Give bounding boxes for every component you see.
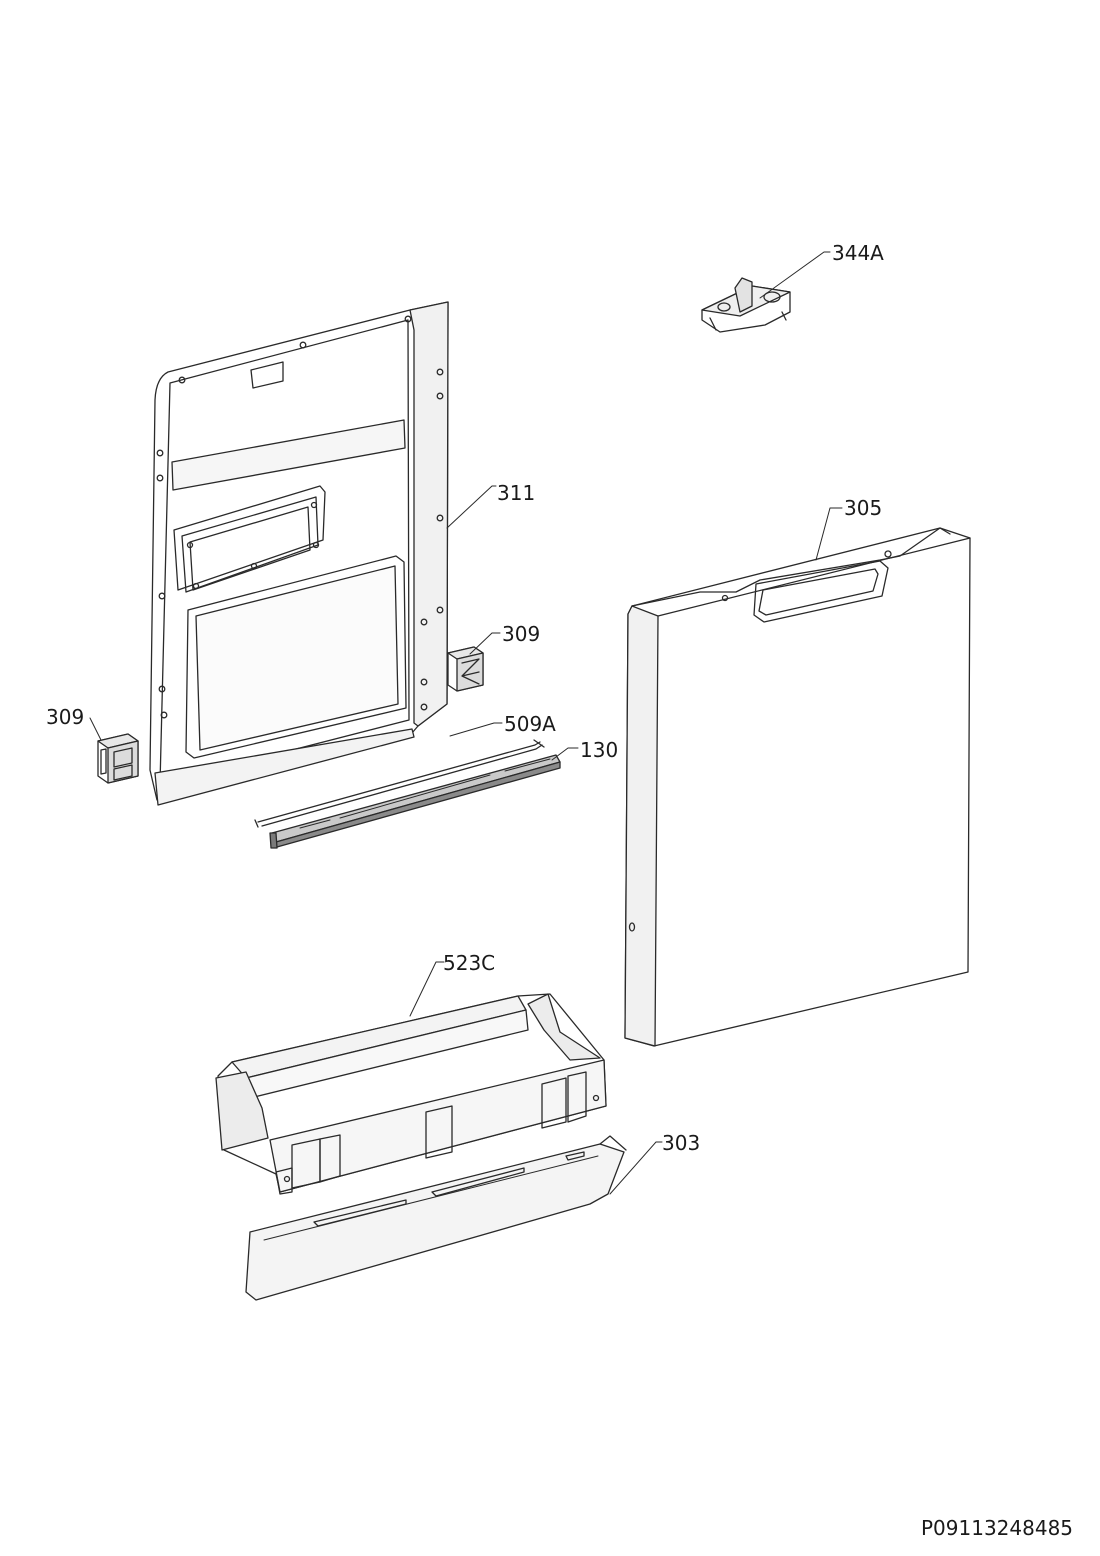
hinge-left-part[interactable] (98, 734, 138, 783)
wire-rod-part[interactable] (255, 740, 544, 827)
hinge-right-part[interactable] (448, 647, 483, 691)
door-seal-part[interactable] (270, 755, 560, 848)
label-523c[interactable]: 523C (443, 951, 495, 975)
door-lock-part[interactable] (702, 278, 790, 332)
label-309-left[interactable]: 309 (46, 705, 84, 729)
inner-door-part[interactable] (150, 302, 448, 805)
label-309-right[interactable]: 309 (502, 622, 540, 646)
label-130[interactable]: 130 (580, 738, 618, 762)
inner-door-holes (157, 316, 443, 718)
label-344a[interactable]: 344A (832, 241, 884, 265)
control-housing-part[interactable] (216, 994, 606, 1194)
control-panel-part[interactable] (246, 1136, 626, 1300)
outer-door-panel-part[interactable] (625, 528, 970, 1046)
leader-lines (89, 251, 843, 1195)
callout-labels: 311 309 309 509A 130 305 344A 523C 303 (46, 241, 884, 1155)
document-id: P09113248485 (921, 1516, 1074, 1540)
label-311[interactable]: 311 (497, 481, 535, 505)
label-509a[interactable]: 509A (504, 712, 556, 736)
label-303[interactable]: 303 (662, 1131, 700, 1155)
label-305[interactable]: 305 (844, 496, 882, 520)
